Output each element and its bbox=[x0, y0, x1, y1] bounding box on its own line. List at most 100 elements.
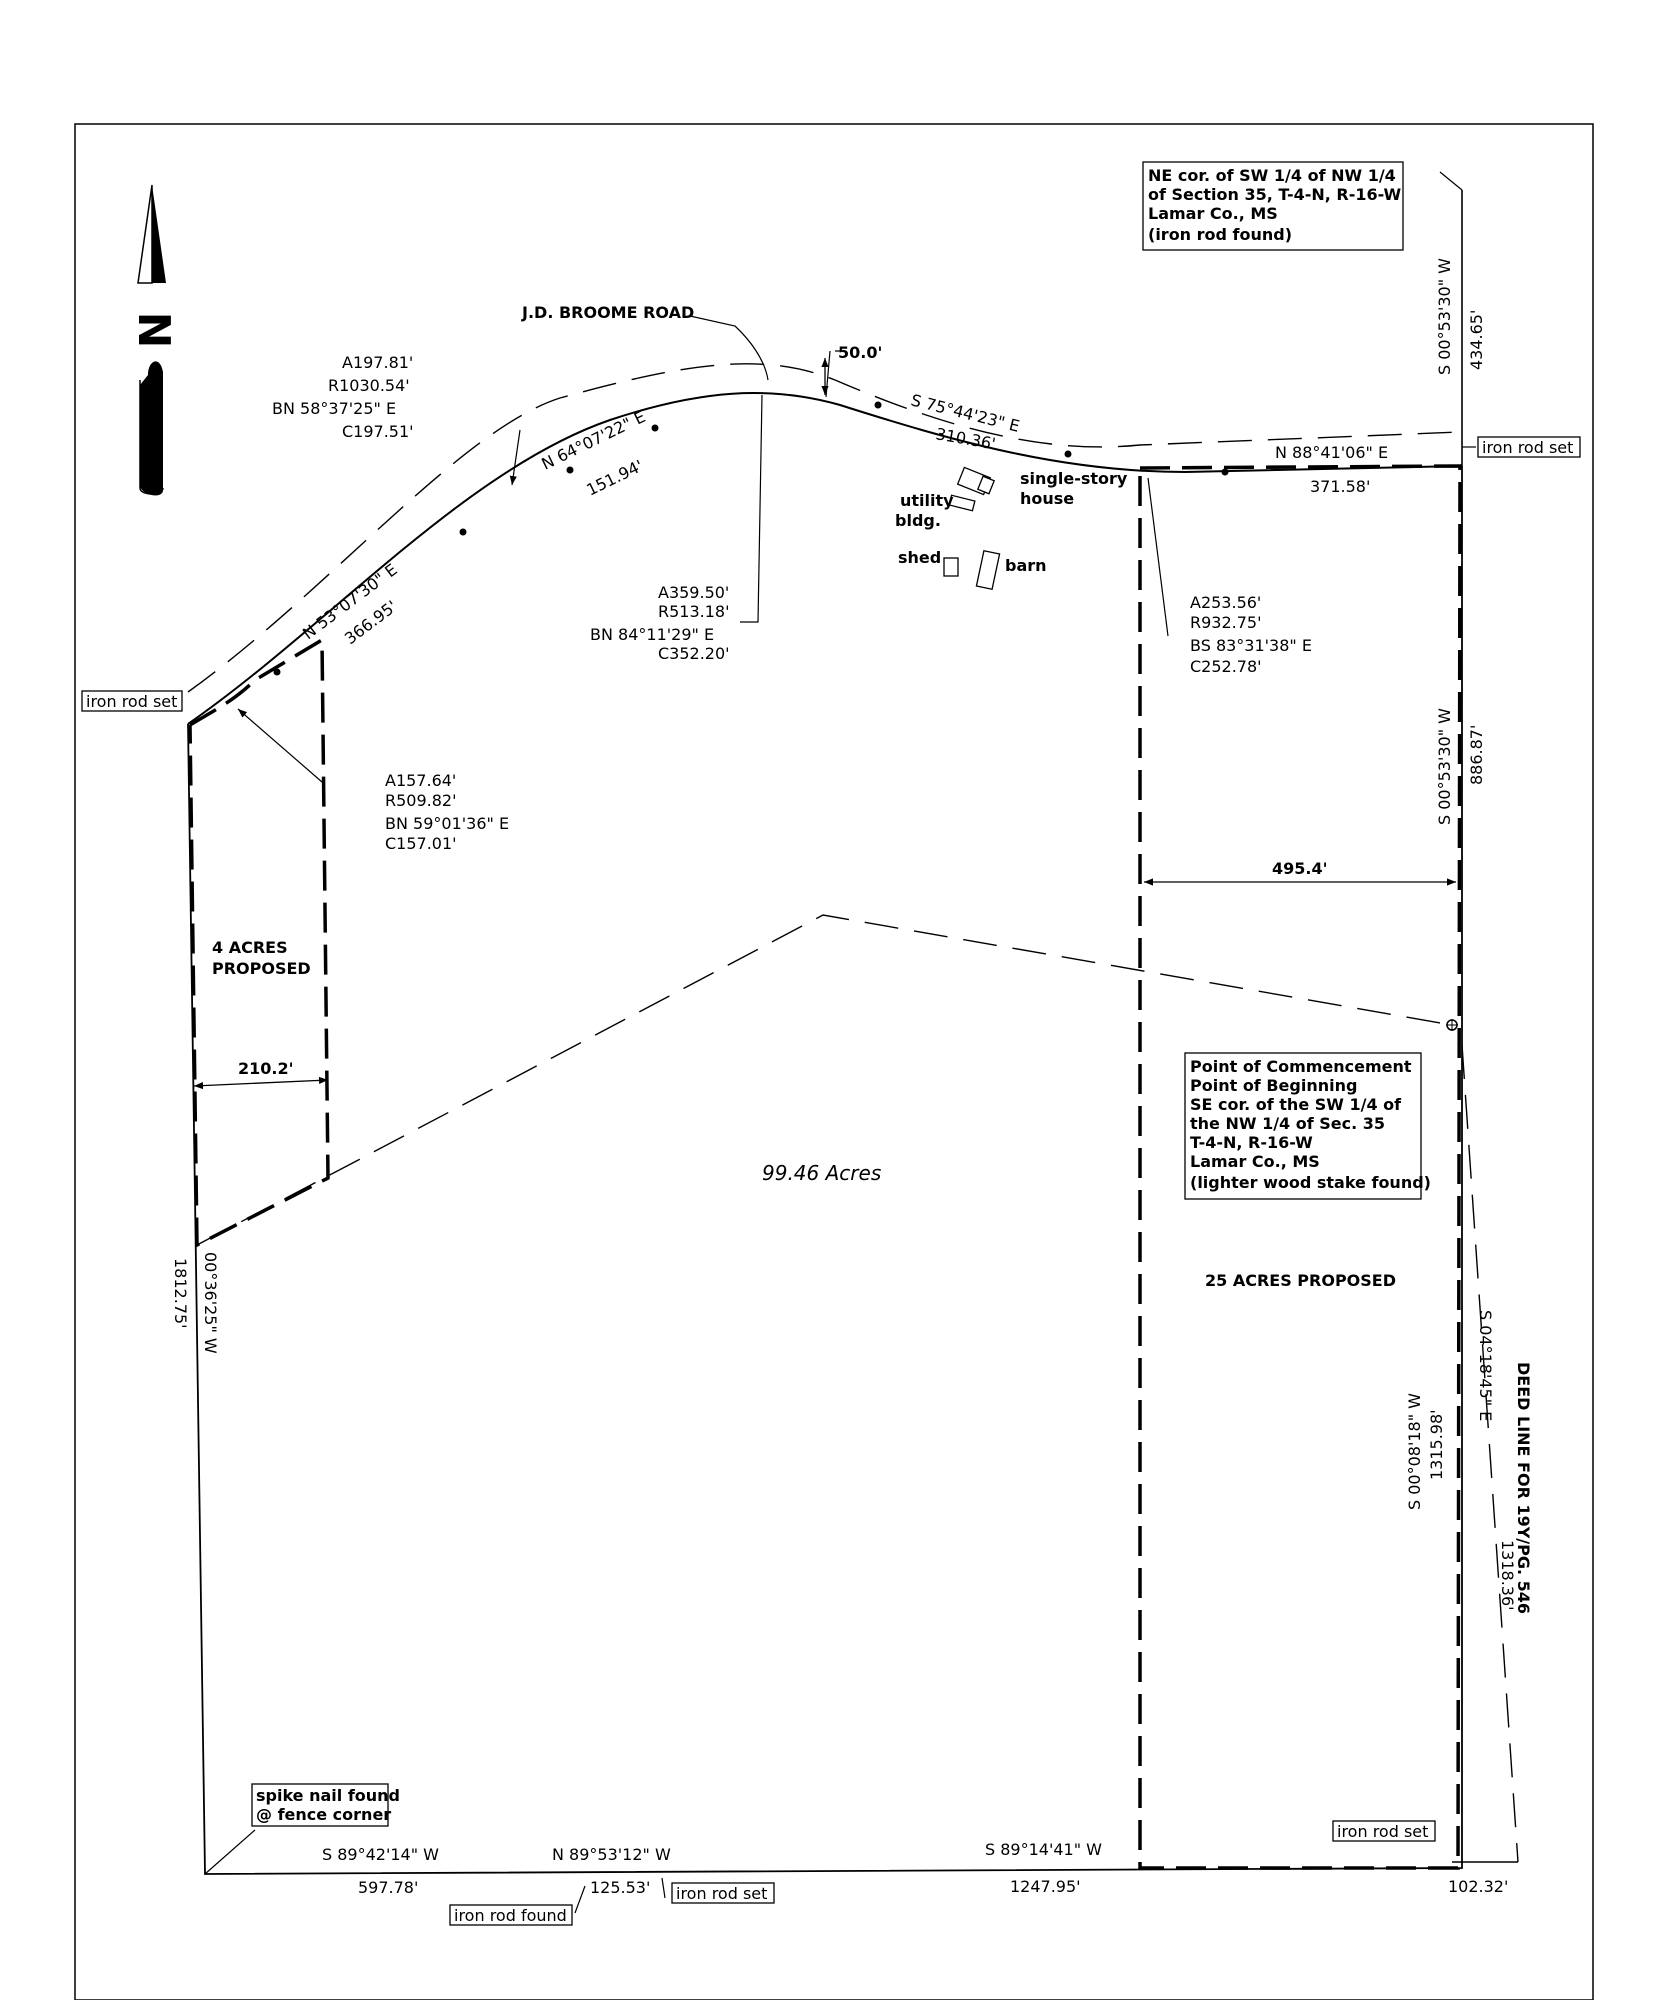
svg-text:@ fence corner: @ fence corner bbox=[256, 1805, 391, 1824]
monument-iron-rod-set-south: iron rod set bbox=[671, 1882, 775, 1904]
monument-iron-rod-set-east: iron rod set bbox=[1477, 436, 1581, 458]
svg-text:spike nail found: spike nail found bbox=[256, 1786, 400, 1805]
svg-text:C157.01': C157.01' bbox=[385, 834, 457, 853]
road-name: J.D. BROOME ROAD bbox=[521, 303, 694, 322]
barn-label: barn bbox=[1005, 556, 1047, 575]
monument-iron-rod-found: iron rod found bbox=[449, 1904, 573, 1926]
svg-text:iron rod set: iron rod set bbox=[676, 1884, 767, 1903]
four-acre-parcel bbox=[188, 636, 330, 1248]
shed-icon bbox=[943, 557, 959, 577]
twenty-five-acre-parcel bbox=[1138, 464, 1462, 1870]
svg-text:iron rod found: iron rod found bbox=[454, 1906, 567, 1925]
svg-text:of Section 35, T-4-N, R-16-W: of Section 35, T-4-N, R-16-W bbox=[1148, 185, 1402, 204]
svg-text:A197.81': A197.81' bbox=[342, 353, 413, 372]
svg-text:R932.75': R932.75' bbox=[1190, 613, 1262, 632]
monument-iron-rod-set-west: iron rod set bbox=[81, 690, 183, 712]
call-bearing: S 00°08'18" W bbox=[1405, 1393, 1424, 1510]
svg-text:BS 83°31'38" E: BS 83°31'38" E bbox=[1190, 636, 1312, 655]
four-acre-label: 4 ACRES bbox=[212, 938, 288, 957]
svg-text:T-4-N, R-16-W: T-4-N, R-16-W bbox=[1190, 1133, 1313, 1152]
svg-text:C352.20': C352.20' bbox=[658, 644, 730, 663]
width-4ac-label: 210.2' bbox=[238, 1059, 294, 1078]
svg-text:BN 59°01'36" E: BN 59°01'36" E bbox=[385, 814, 509, 833]
dimension-lines bbox=[193, 358, 1456, 1090]
call-bearing: 00°36'25" W bbox=[201, 1252, 220, 1354]
svg-text:(iron rod found): (iron rod found) bbox=[1148, 225, 1292, 244]
svg-text:BN 84°11'29" E: BN 84°11'29" E bbox=[590, 625, 714, 644]
curve-data-1: A197.81' R1030.54' BN 58°37'25" E C197.5… bbox=[272, 353, 414, 441]
twenty-five-acre-label: 25 ACRES PROPOSED bbox=[1205, 1271, 1396, 1290]
svg-text:iron rod set: iron rod set bbox=[1482, 438, 1573, 457]
call-distance: 886.87' bbox=[1467, 725, 1486, 785]
drawing-frame bbox=[74, 123, 1594, 2000]
svg-text:Point of Commencement: Point of Commencement bbox=[1190, 1057, 1412, 1076]
buildings bbox=[943, 466, 1001, 591]
call-bearing: S 04°18'45" E bbox=[1476, 1310, 1495, 1421]
utility-bldg-icon bbox=[948, 494, 976, 512]
call-bearing: S 89°42'14" W bbox=[322, 1845, 439, 1864]
call-distance: 125.53' bbox=[590, 1878, 650, 1897]
call-distance: 371.58' bbox=[1310, 477, 1370, 496]
road-width: 50.0' bbox=[838, 343, 882, 362]
total-area-label: 99.46 Acres bbox=[762, 1161, 881, 1185]
svg-text:NE cor. of SW 1/4 of NW 1/4: NE cor. of SW 1/4 of NW 1/4 bbox=[1148, 166, 1396, 185]
svg-text:Point of Beginning: Point of Beginning bbox=[1190, 1076, 1357, 1095]
svg-text:A157.64': A157.64' bbox=[385, 771, 456, 790]
svg-text:Lamar Co., MS: Lamar Co., MS bbox=[1190, 1152, 1320, 1171]
curve-data-2: A359.50' R513.18' BN 84°11'29" E C352.20… bbox=[590, 583, 730, 663]
road-south-edge bbox=[187, 392, 1463, 725]
call-distance: 310.36' bbox=[934, 424, 997, 453]
call-bearing: N 89°53'12" W bbox=[552, 1845, 671, 1864]
call-bearing: S 00°53'30" W bbox=[1435, 708, 1454, 825]
north-arrow-icon: N bbox=[128, 184, 179, 496]
pob-note: Point of Commencement Point of Beginning… bbox=[1184, 1052, 1431, 1200]
call-distance: 1812.75' bbox=[171, 1258, 190, 1329]
leader-lines bbox=[204, 171, 1476, 1914]
extra-distance: 102.32' bbox=[1448, 1877, 1508, 1896]
road-centerline-north bbox=[187, 363, 1461, 693]
four-acre-label: PROPOSED bbox=[212, 959, 311, 978]
shed-label: shed bbox=[898, 548, 941, 567]
svg-text:A253.56': A253.56' bbox=[1190, 593, 1261, 612]
svg-text:(lighter wood stake found): (lighter wood stake found) bbox=[1190, 1173, 1431, 1192]
curve-data-3: A253.56' R932.75' BS 83°31'38" E C252.78… bbox=[1190, 593, 1312, 676]
north-arrow-letter: N bbox=[128, 312, 179, 349]
interior-dashed-line bbox=[196, 914, 1453, 1246]
svg-text:C197.51': C197.51' bbox=[342, 422, 414, 441]
svg-text:C252.78': C252.78' bbox=[1190, 657, 1262, 676]
call-bearing: N 88°41'06" E bbox=[1275, 443, 1388, 462]
svg-text:R509.82': R509.82' bbox=[385, 791, 457, 810]
svg-text:iron rod set: iron rod set bbox=[86, 692, 177, 711]
house-label: house bbox=[1020, 489, 1074, 508]
monument-spike-nail: spike nail found @ fence corner bbox=[251, 1783, 400, 1827]
road-station-points bbox=[273, 401, 1229, 676]
svg-text:BN 58°37'25" E: BN 58°37'25" E bbox=[272, 399, 396, 418]
house-label: single-story bbox=[1020, 469, 1128, 488]
utility-bldg-label: bldg. bbox=[895, 511, 941, 530]
svg-text:A359.50': A359.50' bbox=[658, 583, 729, 602]
call-distance: 151.94' bbox=[583, 456, 646, 500]
svg-text:iron rod set: iron rod set bbox=[1337, 1822, 1428, 1841]
call-distance: 1315.98' bbox=[1427, 1409, 1446, 1480]
svg-text:R1030.54': R1030.54' bbox=[328, 376, 410, 395]
tract-boundary bbox=[187, 190, 1519, 1875]
call-distance: 434.65' bbox=[1467, 310, 1486, 370]
deed-line-label: DEED LINE FOR 19Y/PG. 546 bbox=[1514, 1362, 1533, 1614]
curve-data-4: A157.64' R509.82' BN 59°01'36" E C157.01… bbox=[385, 771, 509, 853]
utility-bldg-label: utility bbox=[900, 491, 954, 510]
call-distance: 1247.95' bbox=[1010, 1877, 1081, 1896]
call-bearing: S 00°53'30" W bbox=[1435, 258, 1454, 375]
monument-iron-rod-set-southeast: iron rod set bbox=[1332, 1820, 1436, 1842]
ne-corner-note: NE cor. of SW 1/4 of NW 1/4 of Section 3… bbox=[1142, 161, 1404, 251]
barn-icon bbox=[975, 549, 1001, 591]
svg-text:SE cor. of the SW 1/4 of: SE cor. of the SW 1/4 of bbox=[1190, 1095, 1402, 1114]
proposed-divisions bbox=[188, 464, 1462, 1870]
width-25ac-label: 495.4' bbox=[1272, 859, 1328, 878]
call-bearing: S 89°14'41" W bbox=[985, 1840, 1102, 1859]
svg-text:the NW 1/4 of Sec. 35: the NW 1/4 of Sec. 35 bbox=[1190, 1114, 1385, 1133]
road bbox=[187, 363, 1463, 725]
call-distance: 1318.36' bbox=[1498, 1540, 1517, 1611]
svg-text:Lamar Co., MS: Lamar Co., MS bbox=[1148, 204, 1278, 223]
call-distance: 597.78' bbox=[358, 1878, 418, 1897]
